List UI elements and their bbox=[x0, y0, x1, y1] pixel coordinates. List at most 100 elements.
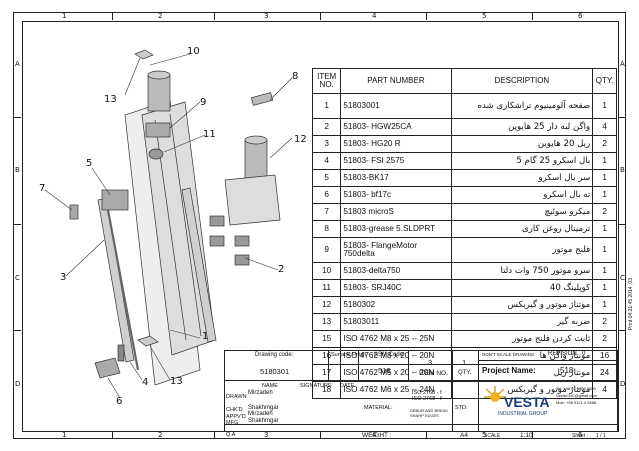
col-label: 6 bbox=[578, 12, 583, 20]
col-qty: QTY. bbox=[592, 68, 617, 94]
bom-cell-desc: مونتاژ موتور و گیربکس bbox=[450, 381, 594, 399]
row-label: C bbox=[15, 274, 20, 282]
asm-code: 518 bbox=[378, 366, 391, 375]
bom-cell-qty: 4 bbox=[592, 118, 617, 136]
bom-cell-qty: 2 bbox=[592, 135, 617, 153]
vesta-logo-icon bbox=[484, 386, 506, 402]
sheet-label: Sheet : bbox=[572, 433, 588, 439]
bom-cell-item: 15 bbox=[311, 330, 342, 348]
callout-label: 6 bbox=[116, 396, 123, 407]
iso-tolerance-2: ISO 2768 - f bbox=[412, 396, 442, 402]
bom-cell-part: 51803001 bbox=[340, 93, 452, 119]
company-name: VESTA bbox=[504, 394, 550, 410]
bom-cell-item: 6 bbox=[311, 186, 342, 204]
bom-cell-desc: واگن لبه دار 25 هایوین bbox=[450, 118, 594, 136]
qa-label: Q.A bbox=[226, 432, 236, 438]
bom-cell-item: 3 bbox=[311, 135, 342, 153]
bom-cell-part: 51803-delta750 bbox=[340, 262, 452, 280]
bom-cell-qty: 1 bbox=[592, 279, 617, 297]
sheet-value: 1 / 1 bbox=[596, 433, 606, 439]
col-label: 4 bbox=[372, 431, 377, 439]
bom-cell-item: 10 bbox=[311, 262, 342, 280]
bom-cell-qty: 4 bbox=[592, 381, 617, 399]
dont-scale-note: DON'T SCALE DRAWING bbox=[482, 352, 535, 357]
bom-cell-qty: 1 bbox=[592, 186, 617, 204]
col-label: 1 bbox=[62, 431, 67, 439]
row-label: B bbox=[15, 166, 20, 174]
qty-value: 1 bbox=[462, 358, 467, 367]
item-count: 3 bbox=[428, 358, 433, 367]
col-label: 3 bbox=[264, 12, 269, 20]
bom-cell-part: ISO 4762 M8 x 25 -- 25N bbox=[340, 330, 452, 348]
paper-size: A4 bbox=[460, 432, 468, 439]
drawn-by: Mirzadeh bbox=[248, 390, 273, 396]
row-label: A bbox=[620, 60, 625, 68]
outer-frame bbox=[13, 12, 626, 439]
bom-cell-desc: ته بال اسکرو bbox=[450, 186, 594, 204]
bom-cell-qty: 1 bbox=[592, 296, 617, 314]
callout-label: 13 bbox=[170, 376, 183, 387]
company-subtitle: INDUSTRIAL GROUP bbox=[498, 411, 548, 417]
name-col: NAME bbox=[262, 383, 278, 389]
project-name: 518 bbox=[560, 366, 574, 375]
bom-cell-desc: سر بال اسکرو bbox=[450, 169, 594, 187]
date-col: DATE bbox=[340, 383, 355, 389]
col-label: 6 bbox=[578, 431, 583, 439]
callout-label: 3 bbox=[60, 272, 67, 283]
bom-cell-qty: 1 bbox=[592, 220, 617, 238]
col-label: 4 bbox=[372, 12, 377, 20]
bom-cell-part: 51803- bf17c bbox=[340, 186, 452, 204]
callout-label: 9 bbox=[200, 97, 207, 108]
bom-cell-part: 5180302 bbox=[340, 296, 452, 314]
bom-cell-qty: 2 bbox=[592, 330, 617, 348]
bom-cell-item: 13 bbox=[311, 313, 342, 331]
bom-cell-item: 2 bbox=[311, 118, 342, 136]
print-stamp: Print 04:21:45 2014 ,03 bbox=[628, 278, 634, 330]
bom-cell-part: 51803-BK17 bbox=[340, 169, 452, 187]
chkd-by: Shakhmgar bbox=[248, 405, 279, 411]
bom-cell-part: ISO 4762 M6 x 25 -- 24N bbox=[340, 381, 452, 399]
col-label: 2 bbox=[158, 12, 163, 20]
item-no-label: ITEM NO. bbox=[419, 370, 448, 377]
bom-cell-item: 8 bbox=[311, 220, 342, 238]
bom-cell-part: 51803- SRJ40C bbox=[340, 279, 452, 297]
bom-cell-qty: 1 bbox=[592, 169, 617, 187]
callout-label: 12 bbox=[294, 134, 307, 145]
bom-cell-desc: ترمینال روغن کاری bbox=[450, 220, 594, 238]
chkd-label: CHK'D bbox=[226, 407, 243, 413]
bom-cell-part: 51803- FlangeMotor 750delta bbox=[340, 237, 452, 263]
weight-label: WEIGHT : bbox=[362, 432, 392, 439]
bom-cell-desc: میکرو سوئیچ bbox=[450, 203, 594, 221]
project-label: Project Name: bbox=[482, 366, 536, 375]
callout-label: 4 bbox=[142, 377, 149, 388]
bom-cell-item: 4 bbox=[311, 152, 342, 170]
bom-cell-part: 51803- FSI 2575 bbox=[340, 152, 452, 170]
scale-value: 1:10 bbox=[520, 432, 533, 439]
bom-cell-item: 7 bbox=[311, 203, 342, 221]
scale-label: SCALE bbox=[484, 433, 501, 439]
row-label: A bbox=[15, 60, 20, 68]
bom-cell-qty: 1 bbox=[592, 237, 617, 263]
apvd-by: Mirzadeh bbox=[248, 411, 273, 417]
row-label: D bbox=[620, 380, 626, 388]
asm-code-label: ASM Code: bbox=[374, 352, 405, 358]
col-item: ITEM NO. bbox=[311, 68, 342, 94]
bom-cell-qty: 24 bbox=[592, 364, 617, 382]
mfg-by: Shakhmgar bbox=[248, 418, 279, 424]
col-label: 1 bbox=[62, 12, 67, 20]
bom-cell-item: 12 bbox=[311, 296, 342, 314]
revision-value: 0 bbox=[582, 351, 586, 357]
row-label: C bbox=[620, 274, 625, 282]
callout-label: 7 bbox=[39, 183, 46, 194]
row-label: B bbox=[620, 166, 625, 174]
